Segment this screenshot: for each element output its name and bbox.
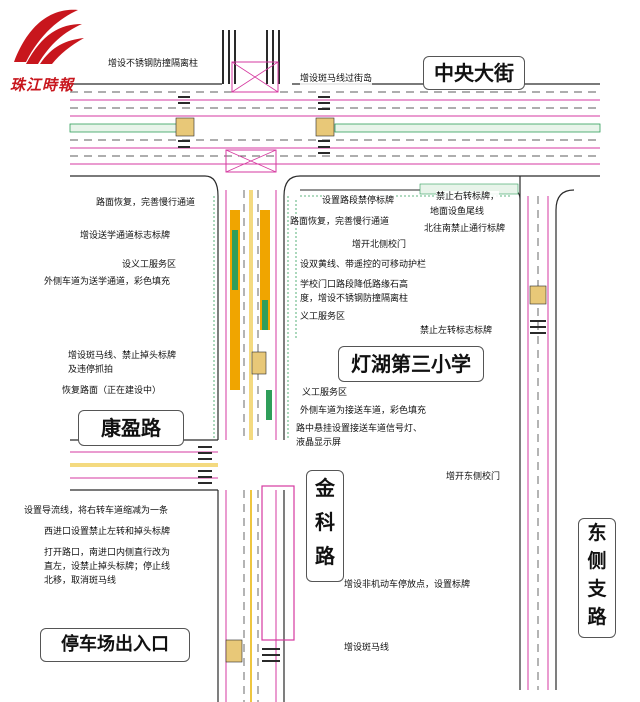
vertical-road-west <box>204 175 301 440</box>
crossing-pad-mid <box>251 351 267 375</box>
green-lane-right-1 <box>262 300 268 330</box>
annotation-school-route-sign: 增设送学通道标志标牌 <box>80 230 171 242</box>
east-side-road <box>519 176 575 690</box>
annotation-east-gate: 增开东侧校门 <box>446 471 501 483</box>
annotation-zebra-no-uturn: 增设斑马线、禁止掉头标牌 <box>68 350 177 362</box>
annotation-volunteer-area-2: 义工服务区 <box>300 311 346 323</box>
annotation-lcd-screen: 液晶显示屏 <box>296 437 342 449</box>
crossing-pads <box>175 61 335 173</box>
annotation-no-left-turn: 禁止左转标志标牌 <box>420 325 493 337</box>
zebra-stripes-east <box>178 96 330 154</box>
annotation-stopline-move: 北移，取消斑马线 <box>44 575 117 587</box>
annotation-curb-lower: 学校门口路段降低路缘石高 <box>300 279 409 291</box>
annotation-volunteer-area-3: 义工服务区 <box>302 387 348 399</box>
road-label-kangying: 康盈路 <box>78 410 184 446</box>
road-label-parking: 停车场出入口 <box>40 628 190 662</box>
dongce-char-2: 侧 <box>587 550 607 572</box>
zebra-south <box>262 648 280 662</box>
annotation-slow-lane-east: 路面恢复，完善慢行通道 <box>290 216 390 228</box>
school-label: 灯湖第三小学 <box>338 346 484 382</box>
jinke-road-lower <box>217 490 285 702</box>
dongce-char-4: 路 <box>587 606 607 628</box>
annotation-fishtail-line: 地面设鱼尾线 <box>430 206 485 218</box>
annotation-guardrail-posts: 增设不锈钢防撞隔离柱 <box>108 58 199 70</box>
annotation-no-stop-sign: 设置路段禁停标牌 <box>322 195 395 207</box>
annotation-north-gate: 增开北侧校门 <box>352 239 407 251</box>
annotation-channelization: 设置导流线，将右转车道缩减为一条 <box>24 505 169 517</box>
green-lane-right-2 <box>266 390 272 420</box>
annotation-volunteer-area-1: 设义工服务区 <box>122 259 177 271</box>
nonmotor-parking-area <box>261 485 295 641</box>
annotation-double-yellow: 设双黄线、带遥控的可移动护栏 <box>300 259 427 271</box>
annotation-open-intersection: 打开路口，南进口内侧直行改为 <box>44 547 171 559</box>
road-label-dongce: 东 侧 支 路 <box>578 518 616 638</box>
jinke-char-3: 路 <box>315 544 335 568</box>
orange-lane-right <box>260 210 270 330</box>
annotation-road-restoration: 恢复路面（正在建设中） <box>62 385 162 397</box>
annotation-violation-camera: 及违停抓拍 <box>68 364 114 376</box>
annotation-slow-lane-west: 路面恢复，完善慢行通道 <box>96 197 196 209</box>
jinke-char-1: 金 <box>315 476 335 500</box>
annotation-no-right-turn: 禁止右转标牌， <box>436 191 500 203</box>
kangying-road <box>70 439 218 491</box>
annotation-west-entry-signs: 西进口设置禁止左转和掉头标牌 <box>44 526 171 538</box>
dongce-char-1: 东 <box>587 522 607 544</box>
crossing-pad-south <box>225 639 243 663</box>
annotation-straight-left: 直左，设禁止掉头标牌；停止线 <box>44 561 171 573</box>
road-label-jinke: 金 科 路 <box>306 470 344 582</box>
annotation-dropoff-lane: 外侧车道为送学通道，彩色填充 <box>44 276 171 288</box>
logo-text: 珠江時報 <box>10 76 75 94</box>
zebra-crossing-north <box>222 30 280 84</box>
annotation-new-zebra: 增设斑马线 <box>344 642 390 654</box>
dongce-char-3: 支 <box>587 578 607 600</box>
crossing-pad-east <box>529 285 547 305</box>
road-label-zhongyang: 中央大街 <box>423 56 525 90</box>
zebra-kangying <box>198 446 212 484</box>
zebra-east <box>530 320 546 334</box>
annotation-pickup-lane: 外侧车道为接送车道，彩色填充 <box>300 405 427 417</box>
annotation-curb-posts: 度，增设不锈钢防撞隔离柱 <box>300 293 409 305</box>
annotation-signal-lights: 路中悬挂设置接送车道信号灯、 <box>296 423 423 435</box>
annotation-no-entry-sign: 北往南禁止通行标牌 <box>424 223 506 235</box>
zhongyang-avenue <box>69 83 601 177</box>
annotation-nonmotor-parking: 增设非机动车停放点，设置标牌 <box>344 579 471 591</box>
jinke-char-2: 科 <box>315 510 335 534</box>
green-lane-left <box>232 230 238 290</box>
orange-lane-left <box>230 210 240 390</box>
logo-icon <box>14 9 84 64</box>
annotation-island: 增设斑马线过街岛 <box>300 73 373 85</box>
